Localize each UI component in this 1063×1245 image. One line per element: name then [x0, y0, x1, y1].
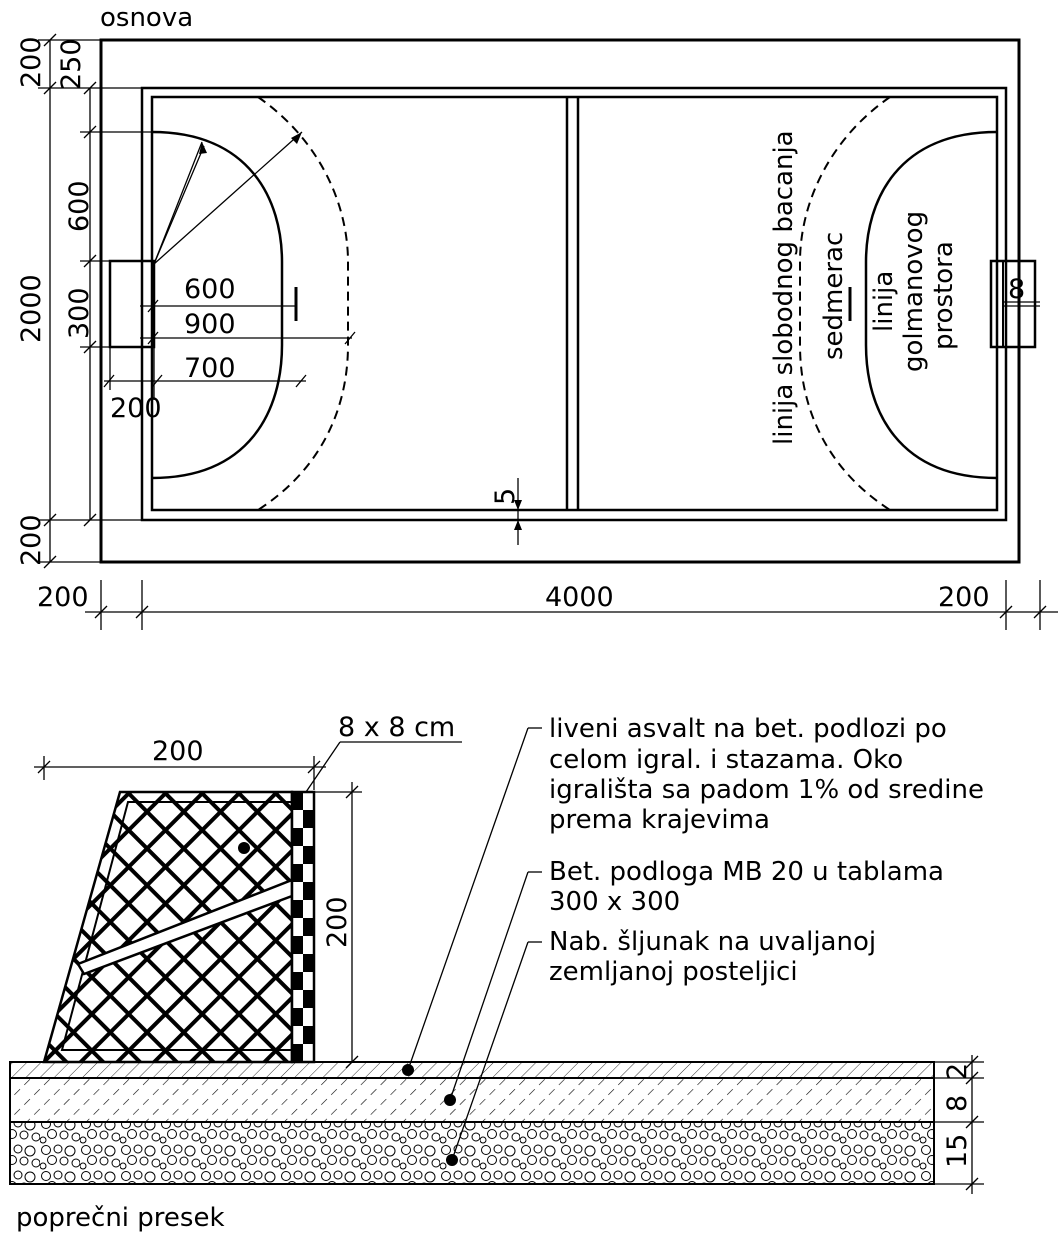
leader-asphalt: [407, 727, 529, 1071]
court-inner-line: [150, 95, 999, 512]
note-gravel-2: zemljanoj posteljici: [549, 957, 798, 987]
goal-right-post: [990, 260, 1004, 348]
dim-label-left-bottom-200: 200: [16, 514, 47, 566]
dim-label-600: 600: [184, 274, 236, 305]
note-gravel-1: Nab. šljunak na uvaljanoj: [549, 927, 876, 957]
goal-net: [42, 790, 294, 1064]
post-size-label: 8 x 8 cm: [338, 712, 455, 743]
note-concrete-2: 300 x 300: [549, 887, 680, 917]
radius-900: [153, 131, 303, 265]
dim-label-left-top-200: 200: [16, 36, 47, 88]
leader-concrete: [449, 871, 529, 1101]
goal-left: [108, 259, 156, 349]
concrete-dot: [444, 1094, 456, 1106]
section-view: [9, 727, 984, 1194]
asphalt-dot: [402, 1064, 414, 1076]
dim-label-200-inner: 200: [110, 393, 162, 424]
goal-area-label-2: golmanovog: [899, 211, 929, 372]
leader-gravel: [451, 941, 529, 1161]
note-asphalt-3: igrališta sa padom 1% od sredine: [549, 775, 984, 805]
layer-gravel-thickness: 15: [942, 1134, 973, 1168]
outer-boundary: [99, 38, 1021, 564]
goal-width-label: 200: [152, 736, 204, 767]
layer-concrete-thickness: 8: [942, 1095, 973, 1112]
dim-label-900: 900: [184, 309, 236, 340]
layer-asphalt-thickness: 2: [942, 1063, 973, 1080]
goal-area-line-right: [864, 130, 998, 480]
layer-asphalt: [9, 1061, 935, 1079]
note-asphalt-4: prema krajevima: [549, 805, 770, 835]
goal-area-label-1: linija: [869, 271, 899, 332]
post-size-leader: [305, 741, 341, 793]
gravel-dot: [446, 1154, 458, 1166]
dim-label-left-600: 600: [64, 180, 95, 232]
free-throw-line-right: [799, 96, 891, 511]
plan-title: osnova: [100, 3, 193, 33]
free-throw-label: linija slobodnog bacanja: [769, 130, 799, 445]
dim-label-bottom-4000: 4000: [545, 582, 614, 613]
dim-label-700: 700: [184, 353, 236, 384]
note-asphalt-1: liveni asvalt na bet. podlozi po: [549, 714, 947, 744]
layer-concrete: [9, 1077, 935, 1123]
dim-label-left-2000: 2000: [16, 274, 47, 343]
free-throw-line-left: [257, 96, 349, 511]
plan-view: [38, 33, 1058, 630]
dim-label-left-250: 250: [56, 38, 87, 90]
dim-label-bottom-200-right: 200: [938, 582, 990, 613]
radius-600b: [153, 145, 205, 265]
dim-label-bottom-200-left: 200: [37, 582, 89, 613]
note-concrete-1: Bet. podloga MB 20 u tablama: [549, 857, 944, 887]
goal-post-stripes: [292, 792, 314, 1062]
section-title: poprečni presek: [16, 1203, 225, 1233]
note-asphalt-2: celom igral. i stazama. Oko: [549, 745, 903, 775]
dim-label-8: 8: [1008, 274, 1025, 305]
layer-gravel: [9, 1121, 935, 1185]
goal-height-label: 200: [322, 896, 353, 948]
dim-label-left-300: 300: [64, 287, 95, 339]
dim-label-5: 5: [490, 488, 521, 505]
goal-area-label-3: prostora: [929, 241, 959, 350]
seven-meter-label: sedmerac: [819, 232, 849, 360]
goal-area-line-left: [151, 130, 284, 480]
net-marker-dot: [238, 842, 250, 854]
